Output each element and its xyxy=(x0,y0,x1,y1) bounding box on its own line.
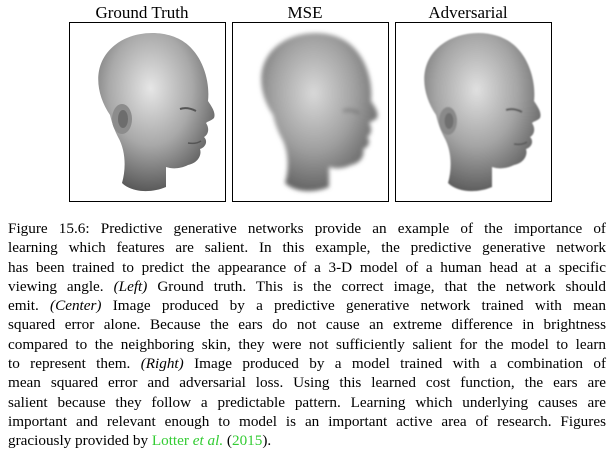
caption-line: viewing angle. (Left) Ground truth. This… xyxy=(8,277,606,296)
citation-paren-close: ). xyxy=(262,432,272,450)
caption-text: Image produced by a model trained with a… xyxy=(194,355,607,373)
citation-etal: et al. xyxy=(192,432,224,450)
caption-emphasis-center: (Center) xyxy=(50,297,102,315)
panel-title-ground-truth: Ground Truth xyxy=(95,3,189,22)
caption-line: Figure 15.6: Predictive generative netwo… xyxy=(8,219,606,238)
caption-line: graciously provided by Lotter et al. (20… xyxy=(8,431,606,450)
citation-year-link[interactable]: 2015 xyxy=(231,432,263,450)
caption-text: viewing angle. xyxy=(8,277,104,295)
caption-line: salient because they follow a predictabl… xyxy=(8,393,606,411)
caption-text: Predictive generative networks provide a… xyxy=(100,220,606,237)
caption-emphasis-right: (Right) xyxy=(140,355,184,373)
caption-text: Ground truth. This is the correct image,… xyxy=(157,277,607,295)
caption-emphasis-left: (Left) xyxy=(113,277,148,295)
caption-text: graciously provided by xyxy=(8,432,149,450)
figure-caption: Figure 15.6: Predictive generative netwo… xyxy=(8,219,606,451)
caption-line: has been trained to predict the appearan… xyxy=(8,258,606,276)
caption-line: learning which features are salient. In … xyxy=(8,239,606,257)
caption-line: important and relevant enough to model i… xyxy=(8,412,606,430)
citation-paren-open: ( xyxy=(226,432,232,450)
panel-adversarial xyxy=(395,22,552,202)
head-image-ground-truth xyxy=(98,33,215,192)
panel-title-adversarial: Adversarial xyxy=(428,3,508,22)
caption-text: emit. xyxy=(8,297,39,315)
citation-author: Lotter xyxy=(151,432,189,450)
caption-line: squared error alone. Because the ears do… xyxy=(8,316,606,334)
head-image-adversarial xyxy=(424,33,541,192)
caption-line: to represent them. (Right) Image produce… xyxy=(8,354,606,373)
caption-line: mean squared error and adversarial loss.… xyxy=(8,374,606,392)
panel-mse xyxy=(232,22,389,202)
caption-text: Image produced by a predictive generativ… xyxy=(112,297,606,315)
panel-title-mse: MSE xyxy=(287,3,323,22)
caption-line: compared to the neighboring skin, they w… xyxy=(8,335,606,353)
citation-link[interactable]: Lotter et al. xyxy=(152,432,223,449)
caption-line: emit. (Center) Image produced by a predi… xyxy=(8,296,606,315)
figure-label: Figure 15.6: xyxy=(8,220,90,237)
panel-ground-truth xyxy=(69,22,226,202)
caption-text: to represent them. xyxy=(8,355,131,373)
head-image-mse xyxy=(261,33,378,192)
